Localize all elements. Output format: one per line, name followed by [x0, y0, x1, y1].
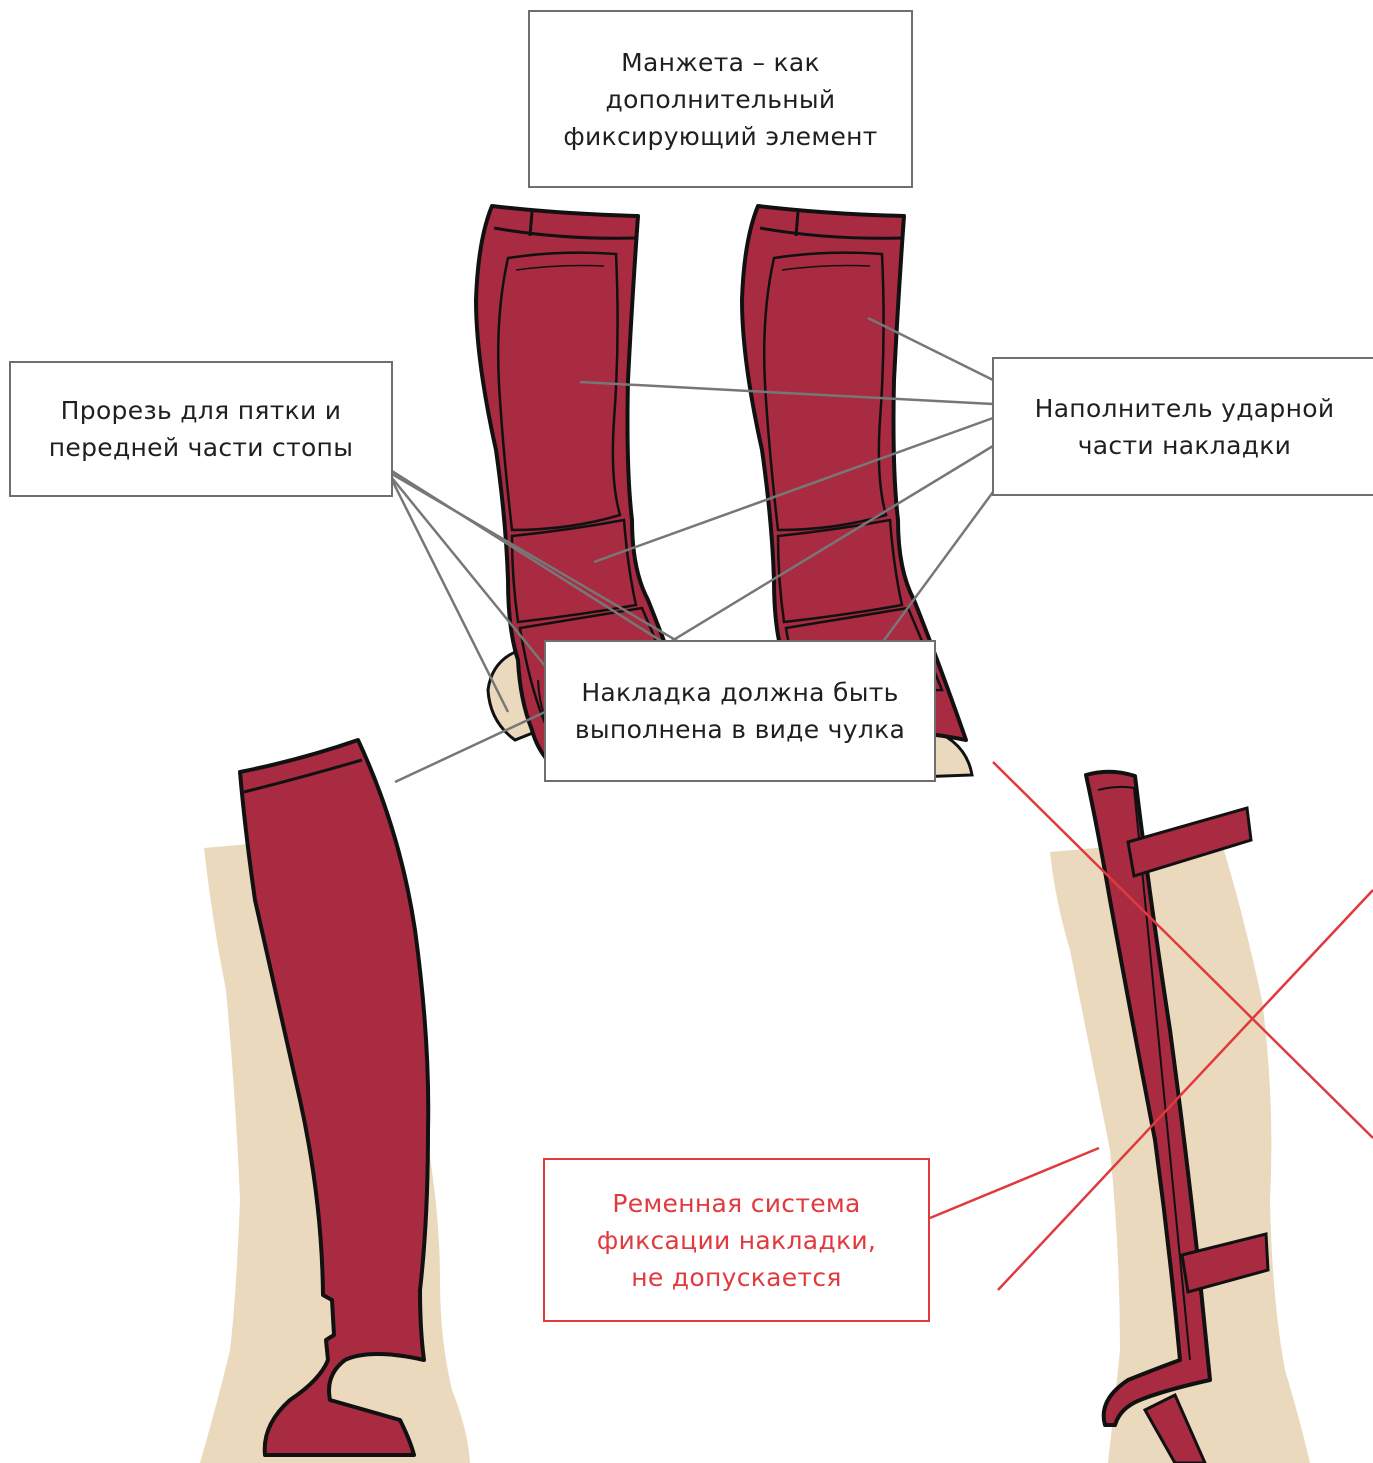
- label-filler-line-2: части накладки: [1077, 430, 1292, 460]
- label-heel-cutout-line-2: передней части стопы: [48, 433, 354, 462]
- label-cuff-line-3: фиксирующий элемент: [563, 121, 878, 151]
- label-strap-system-line-3: не допускается: [631, 1262, 842, 1292]
- label-heel-cutout: Прорезь для пятки и передней части стопы: [9, 361, 393, 497]
- strap-leaders: [929, 1146, 1100, 1220]
- label-cuff: Манжета – как дополнительный фиксирующий…: [528, 10, 913, 188]
- side-guard-straps: [992, 761, 1373, 1463]
- label-strap-system: Ременная система фиксации накладки, не д…: [543, 1158, 930, 1322]
- label-filler: Наполнитель ударной части накладки: [992, 357, 1373, 496]
- label-cuff-line-2: дополнительный: [605, 84, 836, 114]
- label-stocking: Накладка должна быть выполнена в виде чу…: [544, 640, 936, 782]
- stocking-leader: [394, 710, 546, 784]
- label-cuff-line-1: Манжета – как: [621, 47, 820, 77]
- label-stocking-line-2: выполнена в виде чулка: [574, 715, 906, 744]
- label-filler-line-1: Наполнитель ударной: [1034, 393, 1335, 423]
- label-heel-cutout-line-1: Прорезь для пятки и: [60, 396, 342, 425]
- filler-leaders: [579, 316, 995, 678]
- label-strap-system-line-1: Ременная система: [612, 1188, 861, 1218]
- label-stocking-line-1: Накладка должна быть: [581, 678, 899, 707]
- side-guard-stocking: [200, 738, 470, 1463]
- label-strap-system-line-2: фиксации накладки,: [596, 1225, 877, 1255]
